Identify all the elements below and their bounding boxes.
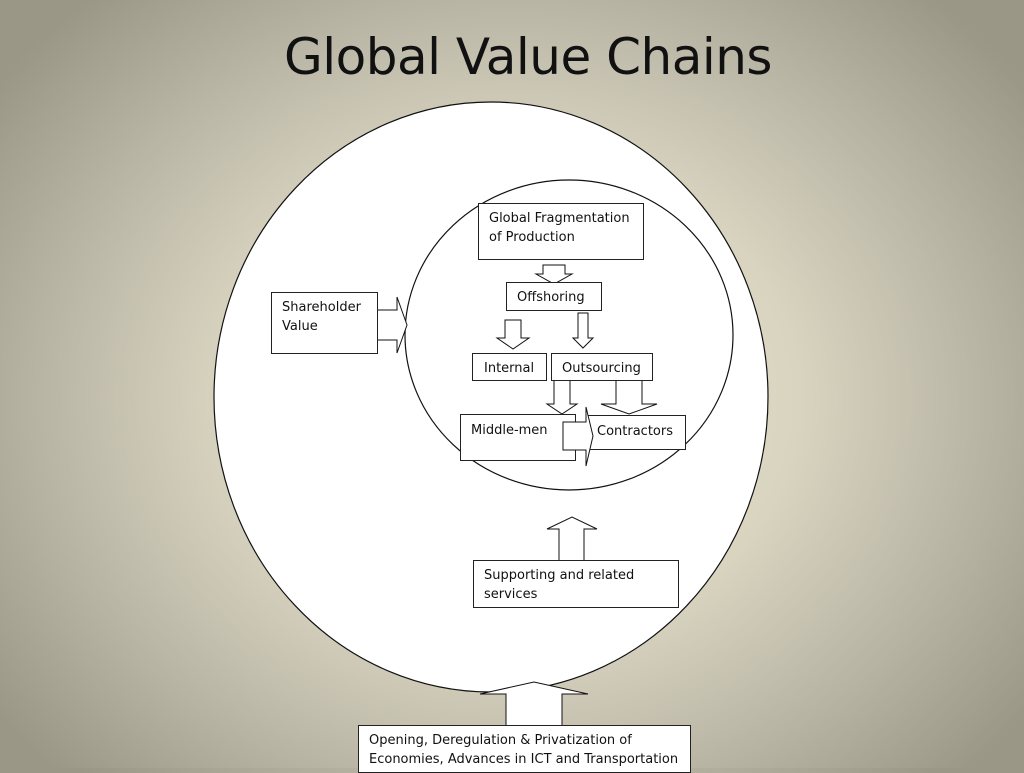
supporting-services-label: Supporting and related services — [484, 568, 635, 602]
internal-box: Internal — [472, 353, 547, 381]
offshoring-box: Offshoring — [506, 282, 602, 311]
offshoring-label: Offshoring — [517, 290, 585, 305]
supporting-services-arrow — [546, 516, 598, 562]
outsourcing-box: Outsourcing — [551, 353, 653, 381]
contractors-box: Contractors — [586, 415, 686, 450]
global-fragmentation-box: Global Fragmentation of Production — [478, 203, 644, 260]
slide-title: Global Value Chains — [284, 28, 772, 86]
global-fragmentation-label: Global Fragmentation of Production — [489, 211, 630, 245]
middle-men-box: Middle-men — [460, 414, 576, 461]
opening-deregulation-label: Opening, Deregulation & Privatization of… — [369, 733, 679, 767]
opening-deregulation-arrow — [479, 681, 589, 728]
outsourcing-to-contractors-arrow — [600, 379, 658, 415]
offshoring-to-internal-arrow — [495, 319, 531, 350]
fragmentation-to-offshoring-arrow — [534, 264, 574, 285]
opening-deregulation-box: Opening, Deregulation & Privatization of… — [358, 725, 691, 773]
internal-label: Internal — [484, 361, 535, 376]
supporting-services-box: Supporting and related services — [473, 560, 679, 608]
contractors-label: Contractors — [597, 424, 673, 439]
shareholder-value-label: Shareholder Value — [282, 300, 361, 334]
outsourcing-label: Outsourcing — [562, 361, 641, 376]
offshoring-to-outsourcing-arrow — [571, 312, 595, 349]
shareholder-value-box: Shareholder Value — [271, 292, 378, 354]
shareholder-arrow — [376, 296, 408, 354]
middle-men-label: Middle-men — [471, 423, 548, 438]
